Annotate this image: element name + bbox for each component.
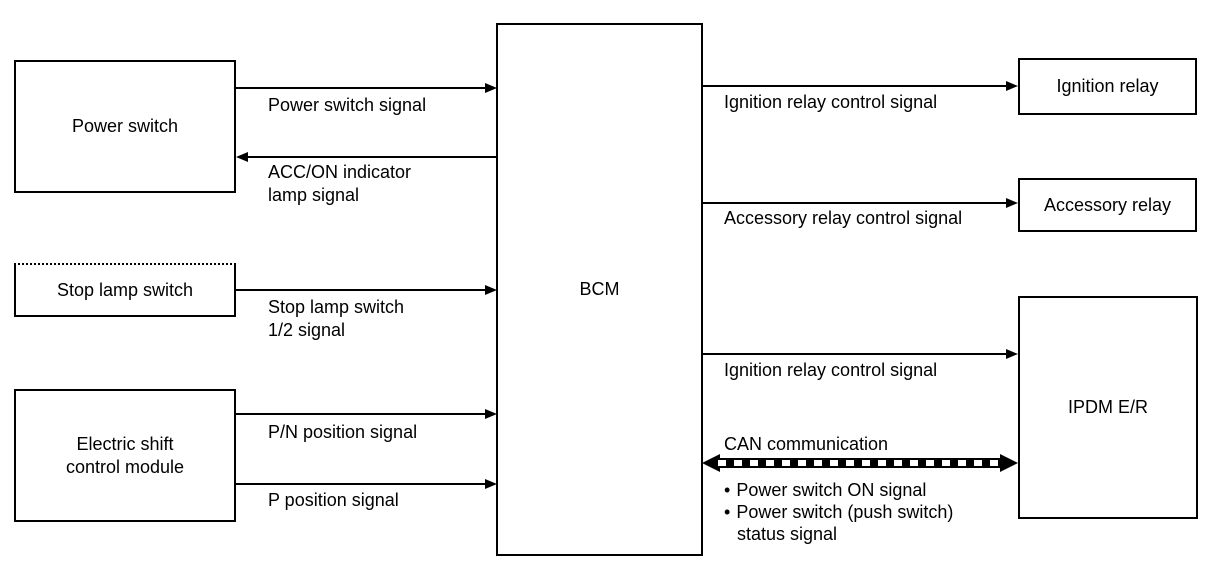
- arrowhead-right-icon: [485, 83, 497, 93]
- bullet-icon: •: [724, 502, 731, 522]
- node-power-switch: Power switch: [14, 60, 236, 193]
- can-arrow-shaft: [716, 458, 1004, 468]
- label-acc-on-indicator-lamp-signal: ACC/ON indicator lamp signal: [268, 162, 412, 205]
- arrowhead-right-icon: [1006, 198, 1018, 208]
- can-communication-arrow: [702, 454, 1018, 472]
- arrowhead-right-icon: [485, 409, 497, 419]
- connector-pn-position-signal: [236, 413, 486, 415]
- can-arrowhead-left-icon: [702, 454, 720, 472]
- connector-p-position-signal: [236, 483, 486, 485]
- label-pn-position-signal: P/N position signal: [268, 422, 418, 442]
- bullet-icon: •: [724, 480, 731, 500]
- connector-stop-lamp-switch-signal: [236, 289, 486, 291]
- connector-power-switch-signal: [236, 87, 486, 89]
- connector-ignition-relay-control-signal-ipdm: [703, 353, 1007, 355]
- label-ignition-relay-control-signal-ipdm: Ignition relay control signal: [724, 360, 938, 380]
- node-ignition-relay: Ignition relay: [1018, 58, 1197, 115]
- node-bcm-label: BCM: [579, 279, 620, 299]
- label-ignition-relay-control-signal: Ignition relay control signal: [724, 92, 938, 112]
- node-ignition-relay-label: Ignition relay: [1056, 76, 1159, 96]
- arrowhead-right-icon: [1006, 81, 1018, 91]
- bullet-item-continuation: status signal: [737, 524, 838, 544]
- arrowhead-right-icon: [485, 479, 497, 489]
- connector-accessory-relay-control-signal: [703, 202, 1007, 204]
- label-accessory-relay-control-signal: Accessory relay control signal: [724, 208, 963, 228]
- label-can-communication: CAN communication: [724, 434, 889, 454]
- node-power-switch-label: Power switch: [71, 116, 179, 136]
- label-power-switch-signal: Power switch signal: [268, 95, 427, 115]
- node-electric-shift-control-module-label: Electric shift control module: [65, 433, 185, 477]
- can-arrow-dashes: [718, 460, 1002, 466]
- label-stop-lamp-switch-signal: Stop lamp switch 1/2 signal: [268, 297, 405, 340]
- node-ipdm-er: IPDM E/R: [1018, 296, 1198, 519]
- node-ipdm-er-label: IPDM E/R: [1067, 397, 1148, 417]
- bullet-item: • Power switch ON signal: [724, 480, 927, 500]
- node-stop-lamp-switch-label: Stop lamp switch: [56, 279, 194, 300]
- connector-ignition-relay-control-signal: [703, 85, 1007, 87]
- connector-acc-on-indicator-lamp-signal: [248, 156, 496, 158]
- node-accessory-relay: Accessory relay: [1018, 178, 1197, 232]
- arrowhead-right-icon: [1006, 349, 1018, 359]
- arrowhead-left-icon: [236, 152, 248, 162]
- node-stop-lamp-switch: Stop lamp switch: [14, 263, 236, 317]
- can-arrowhead-right-icon: [1000, 454, 1018, 472]
- label-p-position-signal: P position signal: [268, 490, 399, 510]
- node-accessory-relay-label: Accessory relay: [1043, 194, 1172, 215]
- node-electric-shift-control-module: Electric shift control module: [14, 389, 236, 522]
- bullet-item: • Power switch (push switch): [724, 502, 954, 522]
- node-bcm: BCM: [496, 23, 703, 556]
- arrowhead-right-icon: [485, 285, 497, 295]
- can-signal-bullet-list: • Power switch ON signal • Power switch …: [724, 479, 953, 545]
